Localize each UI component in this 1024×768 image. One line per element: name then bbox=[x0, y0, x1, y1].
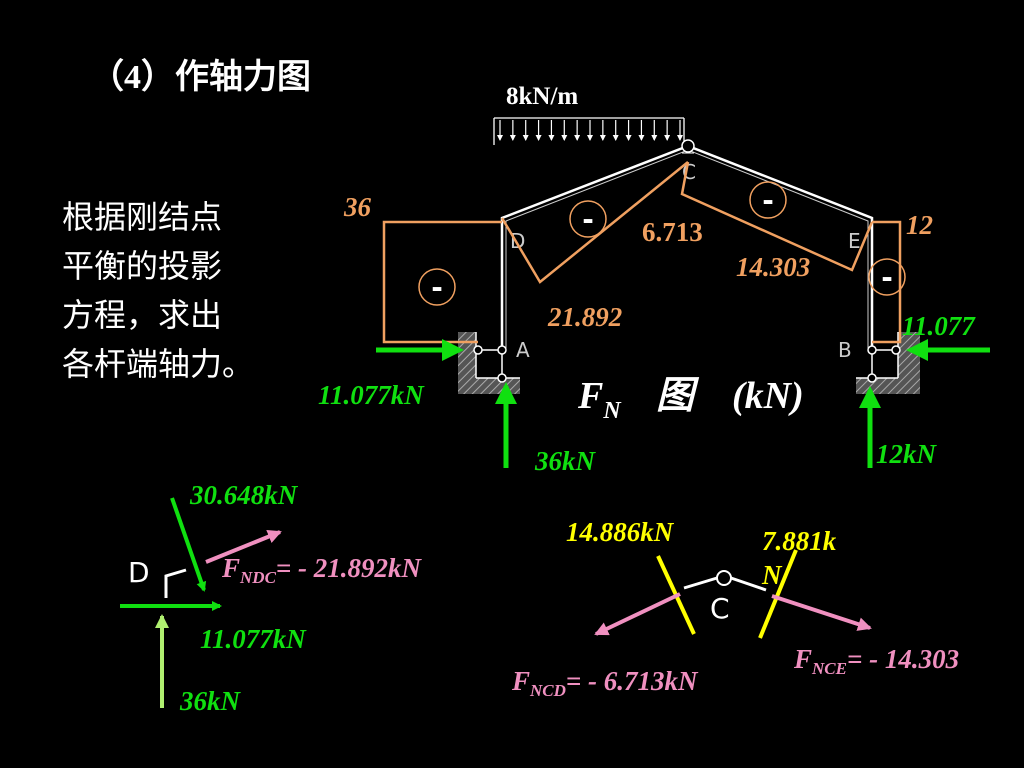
sign-markers: - - - - bbox=[418, 181, 906, 306]
joint-d-force-top-arrow bbox=[170, 497, 207, 592]
diagram-title: FN 图 (kN) bbox=[577, 373, 804, 424]
value-14303: 14.303 bbox=[736, 252, 810, 282]
distributed-load bbox=[493, 117, 685, 145]
joint-c-force-right-label-1: 7.881k bbox=[762, 526, 837, 556]
sign-minus-dc: - bbox=[582, 203, 594, 236]
joint-c-force-left-label: 14.886kN bbox=[566, 517, 675, 547]
joint-c-fncd-label: FNCD= - 6.713kN bbox=[511, 666, 699, 700]
joint-c-fbd: C bbox=[594, 549, 872, 639]
sign-minus-ad: - bbox=[431, 271, 443, 304]
node-label-a: A bbox=[516, 338, 530, 362]
joint-c-fnce-rest: = - 14.303 bbox=[847, 644, 959, 674]
node-label-d: D bbox=[510, 229, 525, 253]
frame-structure: 8kN/m C D E A bbox=[458, 83, 920, 394]
axial-force-diagram bbox=[382, 161, 902, 344]
node-label-b: B bbox=[838, 338, 852, 362]
load-label: 8kN/m bbox=[506, 83, 578, 110]
joint-c-label: C bbox=[710, 592, 730, 625]
description-line-3: 方程，求出 bbox=[62, 296, 222, 334]
description-line-4: 各杆端轴力。 bbox=[62, 345, 254, 383]
joint-d-fbd: D bbox=[120, 497, 282, 708]
joint-d-fndc-rest: = - 21.892kN bbox=[276, 553, 423, 583]
value-11077-right: 11.077 bbox=[902, 311, 976, 341]
joint-c-fnce-main: F bbox=[793, 644, 812, 674]
joint-d-force-v-label: 36kN bbox=[179, 686, 242, 716]
sign-minus-eb: - bbox=[881, 261, 893, 294]
description-line-1: 根据刚结点 bbox=[62, 198, 222, 236]
joint-d-force-h-label: 11.077kN bbox=[200, 624, 307, 654]
joint-c-fncd-sub: NCD bbox=[529, 681, 566, 700]
joint-c-force-right-label-2: N bbox=[761, 560, 783, 590]
joint-c-fnce-label: FNCE= - 14.303 bbox=[793, 644, 959, 678]
description-text: 根据刚结点 平衡的投影 方程，求出 各杆端轴力。 bbox=[62, 198, 254, 383]
joint-d-label: D bbox=[128, 556, 150, 589]
hinge-c bbox=[681, 139, 695, 153]
joint-c-fncd-arrow bbox=[594, 592, 681, 636]
reaction-label-right-v: 12kN bbox=[876, 439, 938, 469]
joint-c-force-right-arrow bbox=[758, 549, 798, 639]
diagram-title-word: 图 bbox=[656, 373, 700, 417]
joint-d-fndc-main: F bbox=[221, 553, 240, 583]
joint-c-fnce-arrow bbox=[771, 594, 872, 631]
node-label-e: E bbox=[848, 229, 861, 253]
svg-text:FN: FN bbox=[577, 375, 622, 424]
joint-c-fnce-sub: NCE bbox=[811, 659, 847, 678]
joint-d-fndc-label: FNDC= - 21.892kN bbox=[221, 553, 423, 587]
value-6713: 6.713 bbox=[642, 217, 703, 247]
joint-c-fncd-main: F bbox=[511, 666, 530, 696]
joint-d-fndc-arrow bbox=[205, 530, 282, 564]
joint-d-fndc-sub: NDC bbox=[239, 568, 277, 587]
reaction-label-left-h: 11.077kN bbox=[318, 380, 425, 410]
sign-minus-ce: - bbox=[762, 184, 774, 217]
reaction-arrows bbox=[376, 339, 990, 468]
diagram-title-f: F bbox=[577, 375, 603, 417]
diagram-title-unit: (kN) bbox=[732, 375, 804, 417]
diagram-title-sub: N bbox=[602, 398, 622, 424]
joint-c-fncd-rest: = - 6.713kN bbox=[566, 666, 699, 696]
joint-d-force-top-label: 30.648kN bbox=[189, 480, 299, 510]
page-title: （4）作轴力图 bbox=[90, 57, 311, 96]
description-line-2: 平衡的投影 bbox=[62, 247, 222, 285]
value-36: 36 bbox=[343, 192, 372, 222]
value-12: 12 bbox=[906, 210, 933, 240]
value-21892: 21.892 bbox=[547, 302, 622, 332]
reaction-label-left-v: 36kN bbox=[534, 446, 597, 476]
